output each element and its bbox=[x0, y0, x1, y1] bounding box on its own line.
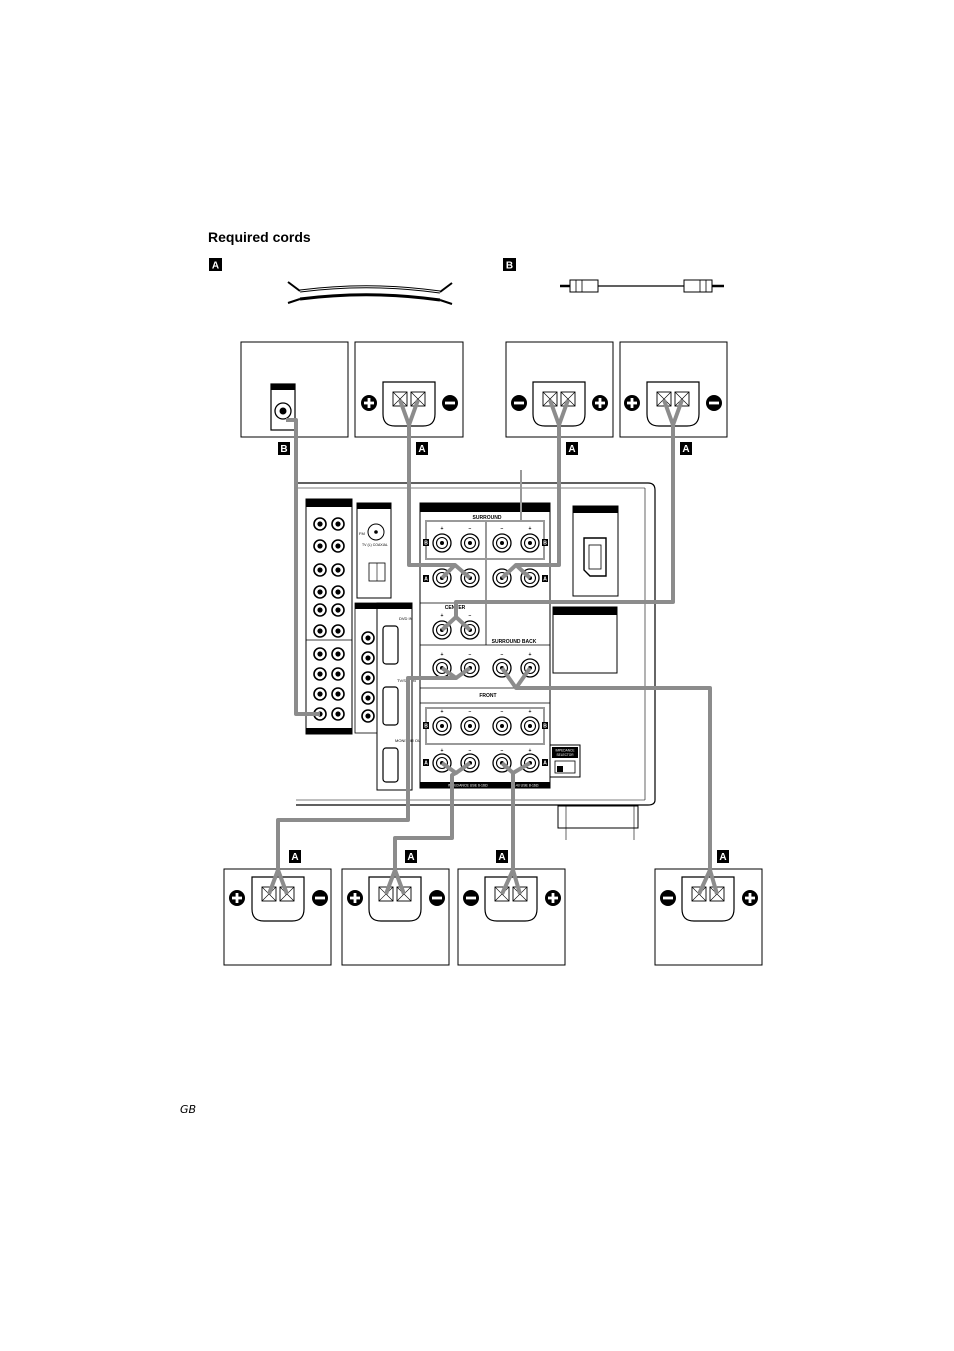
svg-text:A: A bbox=[407, 852, 414, 863]
badge-surround-back-right: A bbox=[717, 850, 729, 863]
plus-icon bbox=[592, 395, 608, 411]
svg-text:−: − bbox=[501, 652, 504, 658]
svg-text:+: + bbox=[441, 652, 444, 658]
svg-text:−: − bbox=[501, 709, 504, 715]
surround-back-right-speaker bbox=[654, 868, 763, 966]
page-title: Required cords bbox=[208, 229, 311, 245]
svg-text:A: A bbox=[212, 261, 219, 272]
svg-text:B: B bbox=[506, 261, 513, 272]
svg-text:IMPEDANCE USE 6-16Ω: IMPEDANCE USE 6-16Ω bbox=[448, 784, 488, 788]
svg-text:−: − bbox=[469, 526, 472, 532]
svg-text:SURROUND: SURROUND bbox=[473, 515, 502, 521]
svg-text:B: B bbox=[280, 444, 287, 455]
svg-text:A: A bbox=[543, 577, 547, 583]
plus-icon bbox=[545, 890, 561, 906]
svg-text:TV (L) COAXIAL: TV (L) COAXIAL bbox=[362, 543, 388, 547]
svg-text:DVD IN: DVD IN bbox=[399, 616, 413, 621]
badge-surround-back-left: A bbox=[496, 850, 508, 863]
plus-icon bbox=[229, 890, 245, 906]
badge-subwoofer: B bbox=[278, 442, 290, 455]
svg-text:B: B bbox=[543, 541, 547, 547]
audio-cord-b bbox=[560, 279, 724, 293]
minus-icon bbox=[442, 395, 458, 411]
svg-text:+: + bbox=[529, 709, 532, 715]
minus-icon bbox=[511, 395, 527, 411]
svg-text:−: − bbox=[469, 652, 472, 658]
svg-text:SURROUND BACK: SURROUND BACK bbox=[492, 639, 537, 645]
svg-text:A: A bbox=[498, 852, 505, 863]
badge-front-left: A bbox=[289, 850, 301, 863]
plus-icon bbox=[347, 890, 363, 906]
plus-icon bbox=[624, 395, 640, 411]
badge-surround-left: A bbox=[416, 442, 428, 455]
svg-text:−: − bbox=[469, 709, 472, 715]
surround-back-left-speaker bbox=[457, 868, 566, 966]
svg-text:+: + bbox=[441, 709, 444, 715]
svg-text:A+B USE 8-16Ω: A+B USE 8-16Ω bbox=[513, 784, 539, 788]
svg-text:B: B bbox=[543, 724, 547, 730]
svg-text:A: A bbox=[719, 852, 726, 863]
svg-text:A: A bbox=[291, 852, 298, 863]
svg-text:A: A bbox=[682, 444, 689, 455]
svg-text:FRONT: FRONT bbox=[479, 693, 496, 699]
svg-text:−: − bbox=[469, 613, 472, 619]
minus-icon bbox=[463, 890, 479, 906]
speaker-cord-a bbox=[287, 281, 453, 305]
receiver-rear-panel: FM TV (L) COAXIAL DVD IN TV/SAT IN MONIT… bbox=[296, 470, 656, 840]
front-right-speaker bbox=[341, 868, 450, 966]
badge-center: A bbox=[680, 442, 692, 455]
svg-text:SELECTOR: SELECTOR bbox=[556, 753, 574, 757]
badge-surround-right: A bbox=[566, 442, 578, 455]
svg-text:+: + bbox=[441, 748, 444, 754]
svg-text:−: − bbox=[469, 748, 472, 754]
svg-text:FM: FM bbox=[359, 531, 365, 536]
svg-text:+: + bbox=[529, 652, 532, 658]
svg-text:+: + bbox=[529, 748, 532, 754]
cord-b-badge: B bbox=[503, 258, 516, 272]
svg-text:A: A bbox=[424, 761, 428, 767]
svg-text:A: A bbox=[543, 761, 547, 767]
cord-a-badge: A bbox=[209, 258, 222, 272]
speaker-wires bbox=[267, 399, 719, 895]
svg-text:A: A bbox=[424, 577, 428, 583]
minus-icon bbox=[312, 890, 328, 906]
plus-icon bbox=[742, 890, 758, 906]
svg-text:B: B bbox=[424, 724, 428, 730]
svg-text:+: + bbox=[441, 526, 444, 532]
svg-text:A: A bbox=[418, 444, 425, 455]
svg-text:+: + bbox=[529, 526, 532, 532]
minus-icon bbox=[706, 395, 722, 411]
page-footer: GB bbox=[180, 1103, 197, 1116]
svg-text:−: − bbox=[501, 748, 504, 754]
front-left-speaker bbox=[223, 868, 332, 966]
svg-text:B: B bbox=[424, 541, 428, 547]
svg-text:A: A bbox=[568, 444, 575, 455]
minus-icon bbox=[429, 890, 445, 906]
svg-text:+: + bbox=[441, 613, 444, 619]
svg-text:−: − bbox=[501, 526, 504, 532]
svg-text:IMPEDANCE: IMPEDANCE bbox=[556, 749, 575, 753]
minus-icon bbox=[660, 890, 676, 906]
plus-icon bbox=[361, 395, 377, 411]
badge-front-right: A bbox=[405, 850, 417, 863]
